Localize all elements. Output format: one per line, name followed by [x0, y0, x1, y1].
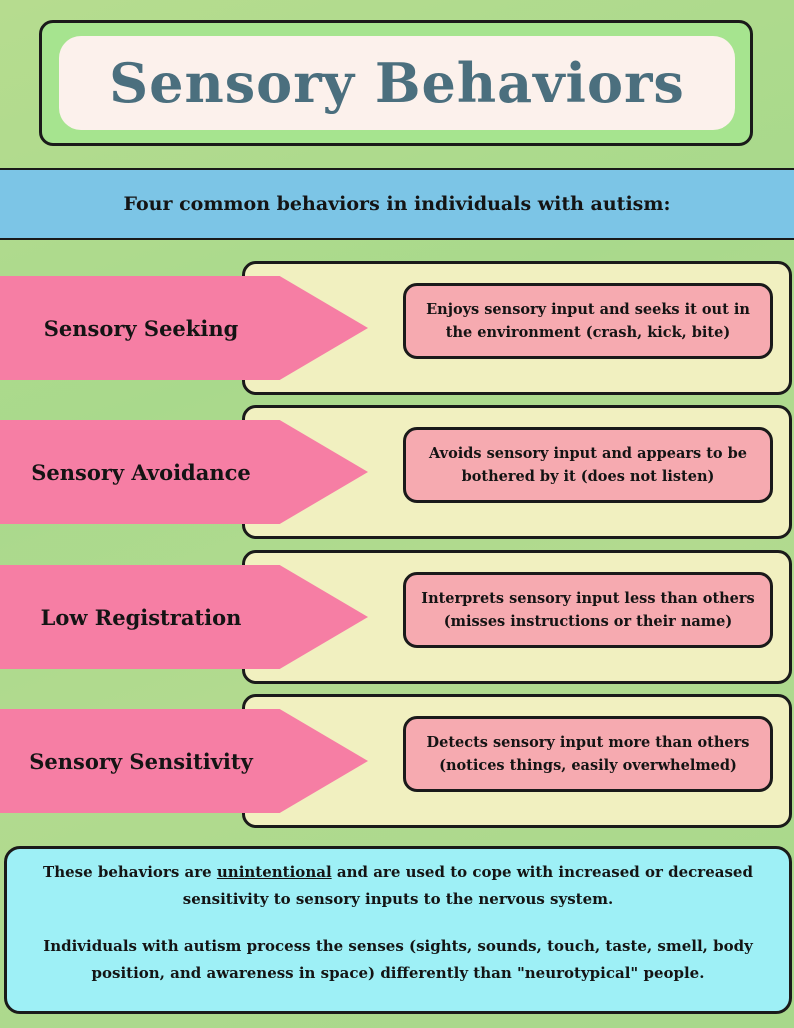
- subtitle-banner: Four common behaviors in individuals wit…: [0, 168, 794, 240]
- behavior-row: Sensory Avoidance Avoids sensory input a…: [0, 405, 794, 539]
- behavior-description: Avoids sensory input and appears to be b…: [428, 444, 748, 485]
- footer-paragraph-2: Individuals with autism process the sens…: [43, 937, 753, 982]
- behavior-description-box: Avoids sensory input and appears to be b…: [403, 427, 773, 503]
- behavior-row: Sensory Seeking Enjoys sensory input and…: [0, 261, 794, 395]
- arrow-shape: [0, 709, 368, 813]
- behavior-description-box: Detects sensory input more than others (…: [403, 716, 773, 792]
- behavior-row: Sensory Sensitivity Detects sensory inpu…: [0, 694, 794, 828]
- behavior-name: Sensory Sensitivity: [29, 748, 253, 774]
- behavior-name: Low Registration: [40, 604, 242, 630]
- title-box: Sensory Behaviors: [59, 36, 735, 130]
- behavior-description: Enjoys sensory input and seeks it out in…: [426, 300, 750, 341]
- page-title: Sensory Behaviors: [109, 51, 685, 115]
- footer-underlined-text: unintentional: [216, 863, 332, 881]
- arrow-shape: [0, 420, 368, 524]
- behavior-description-box: Enjoys sensory input and seeks it out in…: [403, 283, 773, 359]
- footer-note: These behaviors are unintentional and ar…: [4, 846, 792, 1014]
- behavior-description-box: Interprets sensory input less than other…: [403, 572, 773, 648]
- footer-paragraph-1: These behaviors are unintentional and ar…: [25, 859, 771, 913]
- behavior-name: Sensory Seeking: [43, 315, 239, 341]
- footer-text: and are used to cope with increased or d…: [182, 863, 753, 908]
- behavior-description: Detects sensory input more than others (…: [426, 733, 750, 774]
- footer-text: These behaviors are: [43, 863, 217, 881]
- arrow-shape: [0, 565, 368, 669]
- arrow-shape: [0, 276, 368, 380]
- behavior-row: Low Registration Interprets sensory inpu…: [0, 550, 794, 684]
- subtitle: Four common behaviors in individuals wit…: [123, 193, 671, 215]
- behavior-name: Sensory Avoidance: [31, 459, 251, 485]
- title-panel: Sensory Behaviors: [39, 20, 753, 146]
- behavior-description: Interprets sensory input less than other…: [421, 589, 755, 630]
